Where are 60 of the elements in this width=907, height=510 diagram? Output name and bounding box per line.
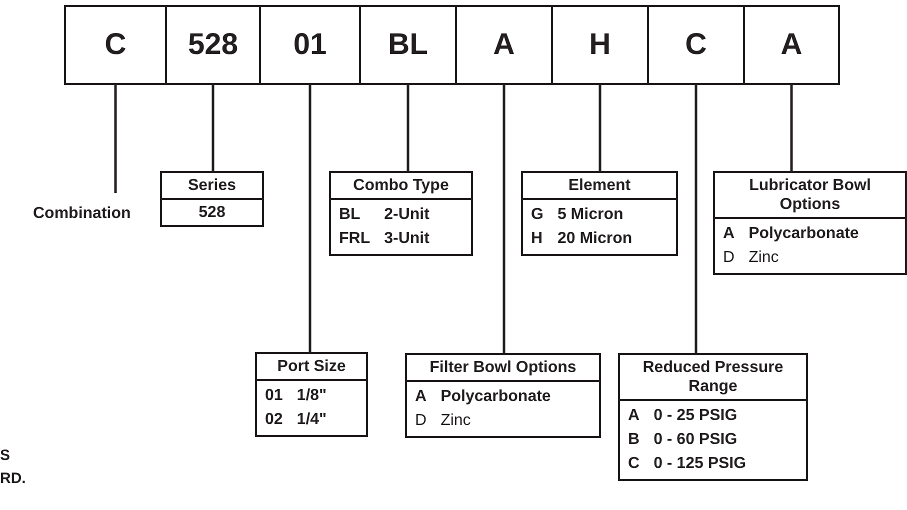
option-code: 01 — [265, 386, 283, 406]
note-text: RD. — [0, 470, 26, 487]
option-code: A — [723, 224, 735, 244]
leader-line — [114, 85, 117, 193]
option-code: A — [415, 387, 427, 407]
code-cell: BL — [359, 5, 457, 85]
option-description: 0 - 60 PSIG — [654, 430, 738, 450]
option-table — [160, 171, 264, 227]
option-table — [405, 353, 601, 438]
option-code: D — [415, 411, 427, 431]
option-description: Zinc — [748, 248, 780, 268]
leader-line — [694, 85, 698, 353]
option-description: Zinc — [440, 411, 472, 431]
option-description: 5 Micron — [557, 205, 624, 225]
table-heading: Element — [523, 173, 676, 200]
option-description: Polycarbonate — [748, 224, 860, 244]
leader-line — [502, 85, 506, 353]
option-code: BL — [339, 205, 362, 225]
table-heading: Reduced Pressure Range — [620, 355, 806, 401]
field-label: Combination — [33, 205, 131, 223]
note-text: S — [0, 447, 10, 464]
table-heading: Combo Type — [331, 173, 471, 200]
option-table — [618, 353, 808, 481]
option-code: C — [628, 454, 640, 474]
leader-line — [308, 85, 312, 352]
option-description: 0 - 125 PSIG — [654, 454, 748, 474]
code-cell: H — [551, 5, 649, 85]
code-cell: C — [647, 5, 745, 85]
option-description: 20 Micron — [557, 229, 634, 249]
option-code: A — [628, 406, 640, 426]
leader-line — [790, 85, 793, 171]
leader-line — [598, 85, 602, 171]
option-code: H — [531, 229, 544, 249]
code-cell: C — [64, 5, 167, 85]
code-cell: A — [455, 5, 553, 85]
option-code: B — [628, 430, 640, 450]
option-code: G — [531, 205, 544, 225]
code-cell: A — [743, 5, 840, 85]
option-table — [255, 352, 368, 437]
table-heading: Filter Bowl Options — [407, 355, 599, 382]
option-description: 3-Unit — [384, 229, 430, 249]
option-code: FRL — [339, 229, 370, 249]
option-table — [521, 171, 678, 256]
option-description: 1/4" — [296, 410, 328, 430]
option-table — [713, 171, 907, 275]
option-description: 1/8" — [296, 386, 328, 406]
code-cell: 01 — [259, 5, 361, 85]
leader-line — [212, 85, 214, 171]
option-code: D — [723, 248, 735, 268]
table-heading: Lubricator Bowl Options — [715, 173, 905, 219]
table-value: 528 — [198, 203, 226, 223]
code-cell: 528 — [165, 5, 261, 85]
option-description: 0 - 25 PSIG — [654, 406, 738, 426]
leader-line — [406, 85, 410, 171]
option-description: 2-Unit — [384, 205, 430, 225]
option-description: Polycarbonate — [440, 387, 552, 407]
option-code: 02 — [265, 410, 283, 430]
table-heading: Series — [162, 173, 262, 200]
table-heading: Port Size — [257, 354, 366, 381]
option-table — [329, 171, 473, 256]
